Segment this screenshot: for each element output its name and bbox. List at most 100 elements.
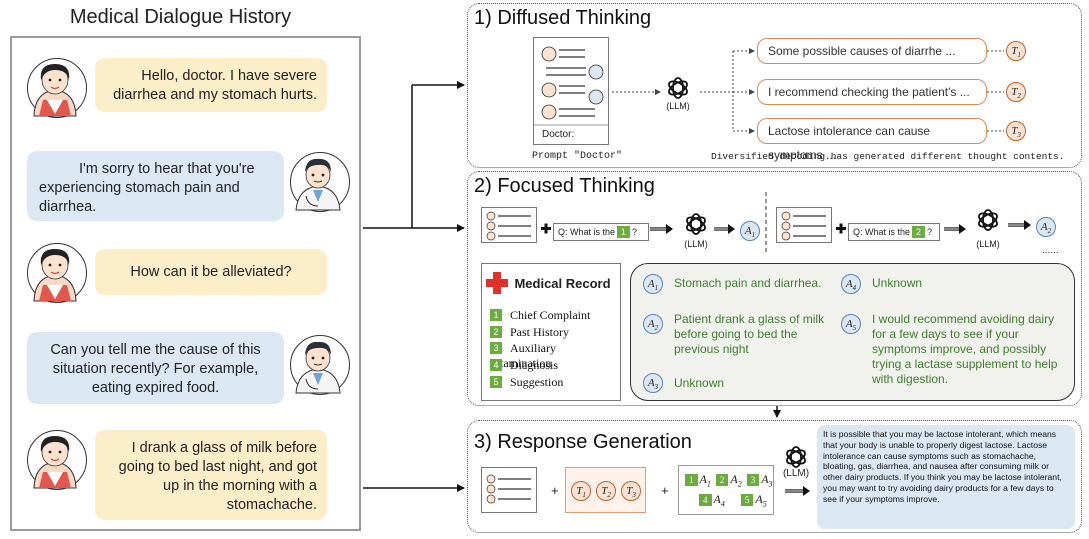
answer-a3-tag-sub: 3 [654, 383, 659, 392]
answer-a2-tag-sub: 2 [654, 324, 659, 333]
patient-avatar-icon [27, 430, 87, 490]
answer-tag-a1: A1 [740, 221, 760, 241]
dialogue-document-icon [481, 207, 537, 243]
question-num-1: 1 [617, 226, 631, 238]
diffused-caption: Diversified decoding has generated diffe… [711, 151, 1065, 162]
thought-2: I recommend checking the patient's ... [757, 79, 987, 105]
response-generation-title: 3) Response Generation [474, 431, 692, 453]
thought-tag-2: T2 [1006, 82, 1026, 102]
thought-tag-1-sub: 1 [1017, 51, 1021, 60]
prompt-caption: Prompt "Doctor" [531, 151, 622, 162]
patient-message-1: Hello, doctor. I have severe diarrhea an… [95, 58, 327, 112]
ra-num-5: 5 [740, 494, 754, 506]
answer-a2-tag-letter: A [647, 318, 655, 330]
dialogue-document-icon [481, 467, 537, 513]
ra-tag-3: A [761, 472, 769, 486]
medical-record-title: Medical Record [514, 275, 611, 291]
answer-tag-a2: A2 [1036, 217, 1056, 237]
record-num-2: 2 [490, 326, 502, 338]
medical-cross-icon [486, 272, 508, 294]
answer-a4-text: Unknown [872, 276, 923, 290]
llm-label: (LLM) [666, 101, 690, 111]
ra-tag-2: A [730, 472, 738, 486]
doctor-avatar-icon [290, 335, 350, 395]
answer-a5-tag-sub: 5 [852, 324, 857, 333]
answer-tag-a2-letter: A [1040, 221, 1048, 233]
question-prefix: Q: What is the [558, 227, 616, 237]
thought-3: Lactose intolerance can cause symptoms .… [757, 118, 987, 162]
response-t1: T1 [571, 481, 591, 501]
question-suffix: ? [927, 227, 933, 237]
patient-message-3: I drank a glass of milk before going to … [95, 430, 327, 520]
more-ellipsis: ...... [1042, 245, 1059, 256]
question-prefix: Q: What is the [853, 227, 911, 237]
ra-sub-5: 5 [762, 499, 767, 509]
ra-sub-4: 4 [720, 499, 725, 509]
diffused-thinking-title: 1) Diffused Thinking [474, 7, 652, 29]
prompt-document-icon: Doctor: [533, 37, 609, 145]
focused-thinking-section [467, 171, 1082, 406]
response-t3-sub: 3 [632, 491, 636, 500]
ra-num-2: 2 [715, 474, 729, 486]
answer-tag-a1-letter: A [744, 225, 752, 237]
answer-a5-tag: A5 [841, 314, 861, 334]
record-item-4: 4 Diagnosis [490, 358, 558, 373]
response-t2-sub: 2 [607, 491, 611, 500]
ra-sub-3: 3 [768, 479, 773, 489]
plus-sign: + [551, 483, 559, 498]
response-generation-section [467, 420, 1082, 533]
llm-label: (LLM) [976, 239, 1000, 249]
response-t2: T2 [596, 481, 616, 501]
focused-thinking-title: 2) Focused Thinking [474, 175, 655, 197]
answer-a2-tag: A2 [643, 314, 663, 334]
answer-a5-tag-letter: A [845, 318, 853, 330]
thought-tag-3: T3 [1006, 121, 1026, 141]
answer-a5-text: I would recommend avoiding dairy for a f… [872, 312, 1058, 386]
answer-a1-tag-letter: A [647, 278, 655, 290]
record-num-4: 4 [490, 359, 502, 371]
ra-num-4: 4 [699, 494, 712, 506]
answer-a1-tag-sub: 1 [654, 284, 659, 293]
response-t3: T3 [621, 481, 641, 501]
prompt-doctor-label: Doctor: [542, 129, 575, 140]
response-output: It is possible that you may be lactose i… [817, 425, 1075, 529]
record-item-5: 5 Suggestion [490, 375, 563, 390]
answer-a4-tag-sub: 4 [852, 284, 857, 293]
answer-tag-a1-sub: 1 [751, 231, 756, 240]
ra-num-1: 1 [685, 474, 698, 486]
response-t1-sub: 1 [582, 491, 586, 500]
patient-avatar-icon [27, 58, 87, 118]
ra-num-3: 3 [746, 474, 760, 486]
answer-a3-tag-letter: A [647, 377, 655, 389]
diffused-thinking-section [467, 3, 1082, 168]
answer-a3-tag: A3 [643, 373, 663, 393]
answer-a4-tag-letter: A [845, 278, 853, 290]
question-suffix: ? [632, 227, 638, 237]
thought-1: Some possible causes of diarrhe ... [757, 38, 987, 64]
thought-tag-3-sub: 3 [1017, 131, 1021, 140]
patient-avatar-icon [27, 243, 87, 303]
plus-sign: + [661, 483, 669, 498]
record-num-1: 1 [490, 309, 502, 321]
response-t1-letter: T [576, 485, 583, 497]
ra-tag-4: A [713, 492, 721, 506]
ra-tag-1: A [699, 472, 707, 486]
doctor-message-2: Can you tell me the cause of this situat… [27, 332, 284, 404]
llm-label: (LLM) [684, 239, 708, 249]
record-num-3: 3 [490, 342, 502, 354]
record-num-5: 5 [490, 376, 502, 388]
record-label-5: Suggestion [510, 375, 564, 389]
thought-tag-1-letter: T [1011, 45, 1018, 57]
record-label-3: Auxiliary Examination [490, 341, 556, 370]
answer-tag-a2-sub: 2 [1047, 227, 1052, 236]
answer-a4-tag: A4 [841, 274, 861, 294]
thought-tag-3-letter: T [1011, 125, 1018, 137]
record-label-4: Diagnosis [510, 358, 558, 372]
